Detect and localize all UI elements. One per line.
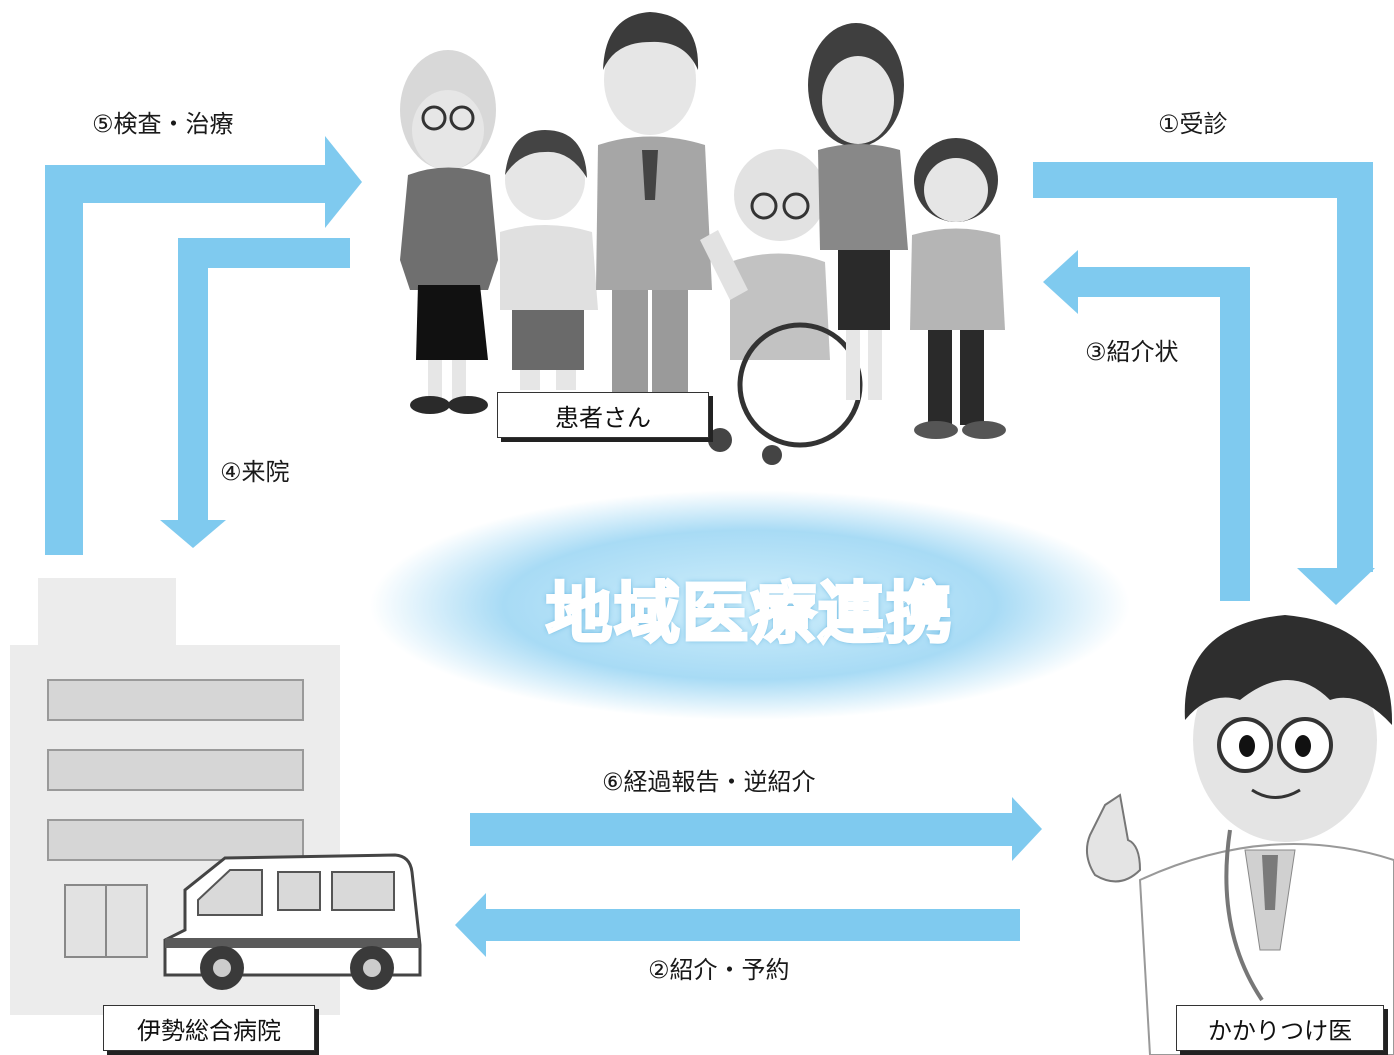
step2-label: ②紹介・予約 [648, 956, 790, 984]
step1-label: ①受診 [1158, 110, 1228, 138]
doctor-label: かかりつけ医 [1176, 1005, 1384, 1051]
arrow-step5 [45, 136, 362, 555]
step6-label: ⑥経過報告・逆紹介 [602, 768, 816, 796]
mother-figure [808, 23, 908, 400]
patients-label: 患者さん [497, 392, 709, 438]
arrow-step3 [1043, 250, 1250, 601]
ambulance-icon [163, 853, 422, 990]
step3-label: ③紹介状 [1085, 338, 1179, 366]
doctor-illustration [1085, 615, 1394, 1055]
grandfather-wheelchair-figure [700, 149, 863, 465]
girl-figure [910, 138, 1006, 439]
center-ellipse [370, 490, 1130, 720]
step4-label: ④来院 [220, 458, 290, 486]
arrow-step4 [160, 238, 350, 548]
arrow-step2 [455, 893, 1020, 957]
grandmother-figure [400, 50, 498, 414]
center-title: 地域医療連携 [545, 574, 954, 654]
arrow-step6 [470, 797, 1042, 861]
patients-group-illustration [400, 12, 1006, 465]
hospital-label: 伊勢総合病院 [103, 1005, 315, 1051]
step5-label: ⑤検査・治療 [92, 110, 234, 138]
father-figure [596, 12, 712, 400]
boy-figure [500, 130, 598, 390]
arrow-step1 [1033, 162, 1375, 605]
